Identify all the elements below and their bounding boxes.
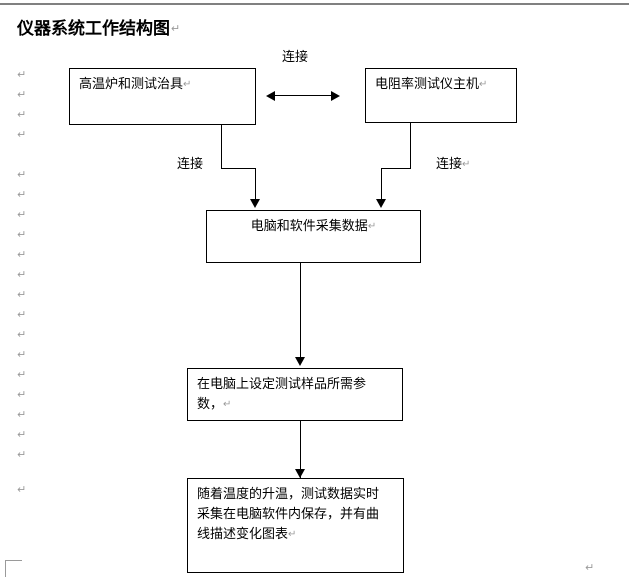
- pilcrow-icon: ↵: [17, 389, 27, 401]
- flow-box-label: 在电脑上设定测试样品所需参数，↵: [197, 377, 367, 412]
- pilcrow-icon: ↵: [479, 79, 488, 90]
- connector-label-right: 连接↵: [436, 157, 471, 172]
- connector-line: [410, 123, 411, 169]
- connector-line: [381, 168, 382, 202]
- page-title-text: 仪器系统工作结构图: [17, 19, 170, 39]
- flow-box-label: 电阻率测试仪主机↵: [375, 77, 488, 92]
- pilcrow-icon: ↵: [17, 209, 27, 221]
- connector-line: [255, 168, 256, 202]
- pilcrow-icon: ↵: [17, 289, 27, 301]
- flow-box-label: 随着温度的升温，测试数据实时采集在电脑软件内保存，并有曲线描述变化图表↵: [197, 487, 380, 542]
- flow-box-furnace-fixture: 高温炉和测试治具↵: [69, 68, 256, 125]
- connector-label-left: 连接: [177, 157, 204, 172]
- connector-line: [381, 168, 411, 169]
- page-top-rule: [0, 3, 629, 5]
- pilcrow-icon: ↵: [288, 529, 297, 540]
- arrow-head-down-icon: [295, 357, 305, 366]
- pilcrow-icon: ↵: [17, 329, 27, 341]
- pilcrow-icon: ↵: [223, 399, 232, 410]
- pilcrow-icon: ↵: [17, 484, 27, 496]
- arrow-head-right-icon: [331, 91, 340, 101]
- connector-line: [300, 263, 301, 359]
- connector-line: [300, 421, 301, 479]
- flow-box-set-parameters: 在电脑上设定测试样品所需参数，↵: [187, 368, 403, 421]
- connector-line: [221, 168, 256, 169]
- pilcrow-icon: ↵: [17, 409, 27, 421]
- pilcrow-icon: ↵: [17, 429, 27, 441]
- flow-box-label: 电脑和软件采集数据↵: [250, 219, 377, 234]
- pilcrow-icon: ↵: [585, 562, 595, 574]
- pilcrow-icon: ↵: [367, 221, 377, 232]
- flow-box-label: 高温炉和测试治具↵: [79, 77, 192, 92]
- connector-line: [274, 95, 332, 96]
- pilcrow-icon: ↵: [17, 169, 27, 181]
- pilcrow-icon: ↵: [17, 349, 27, 361]
- pilcrow-icon: ↵: [462, 159, 471, 170]
- pilcrow-icon: ↵: [17, 309, 27, 321]
- pilcrow-icon: ↵: [17, 109, 27, 121]
- pilcrow-icon: ↵: [17, 189, 27, 201]
- arrow-head-down-icon: [295, 469, 305, 478]
- pilcrow-icon: ↵: [171, 23, 181, 35]
- flow-box-pc-software-acquire: 电脑和软件采集数据↵: [206, 210, 421, 263]
- arrow-head-down-icon: [376, 199, 386, 208]
- pilcrow-icon: ↵: [17, 229, 27, 241]
- arrow-head-down-icon: [250, 199, 260, 208]
- pilcrow-icon: ↵: [183, 79, 192, 90]
- arrow-head-left-icon: [266, 91, 275, 101]
- pilcrow-icon: ↵: [17, 449, 27, 461]
- connector-label-top-middle: 连接: [282, 50, 309, 65]
- pilcrow-icon: ↵: [17, 89, 27, 101]
- pilcrow-icon: ↵: [17, 249, 27, 261]
- margin-corner-mark: [5, 560, 22, 577]
- flow-box-resistivity-tester: 电阻率测试仪主机↵: [365, 68, 517, 123]
- connector-line: [221, 125, 222, 169]
- page-title: 仪器系统工作结构图↵: [17, 18, 180, 40]
- pilcrow-icon: ↵: [17, 269, 27, 281]
- pilcrow-icon: ↵: [17, 129, 27, 141]
- pilcrow-icon: ↵: [17, 369, 27, 381]
- pilcrow-icon: ↵: [17, 69, 27, 81]
- flow-box-realtime-record: 随着温度的升温，测试数据实时采集在电脑软件内保存，并有曲线描述变化图表↵: [187, 478, 404, 573]
